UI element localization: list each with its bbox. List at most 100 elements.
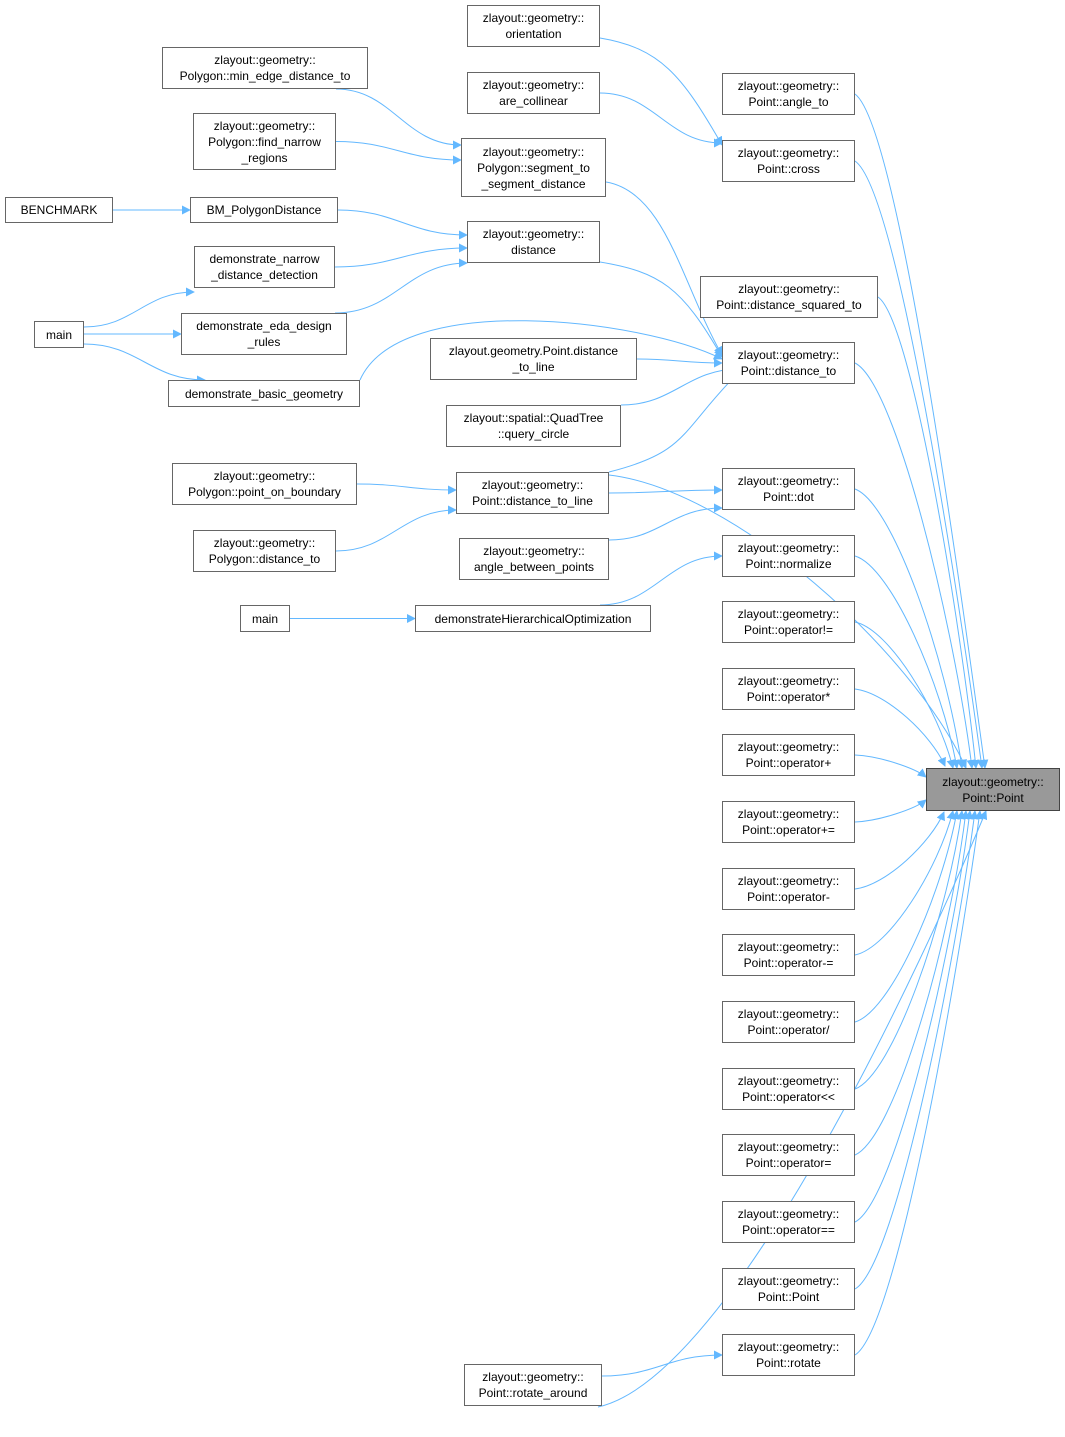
node-main2[interactable]: main: [240, 605, 290, 632]
node-op-shl[interactable]: zlayout::geometry::Point::operator<<: [722, 1068, 855, 1110]
node-label-line: zlayout::geometry::: [737, 541, 840, 555]
edge-angle-to-to-root: [854, 93, 989, 769]
node-poly-dist-to[interactable]: zlayout::geometry::Polygon::distance_to: [193, 530, 336, 572]
node-demo-narrow[interactable]: demonstrate_narrow _distance_detection: [194, 246, 335, 288]
node-label-line: distance: [511, 243, 556, 257]
node-normalize[interactable]: zlayout::geometry::Point::normalize: [722, 535, 855, 577]
edge-dist-to-line-to-root: [608, 474, 967, 769]
node-label-line: Point::operator-: [747, 890, 830, 904]
node-op-ne[interactable]: zlayout::geometry::Point::operator!=: [722, 601, 855, 643]
node-label-line: Point::operator*: [746, 690, 831, 704]
node-label-line: ::query_circle: [497, 427, 570, 441]
node-label-line: zlayout::geometry::: [482, 11, 585, 25]
node-bm-polydist[interactable]: BM_PolygonDistance: [190, 197, 338, 223]
edge-main1-to-demo-narrow: [83, 287, 195, 328]
node-label-line: zlayout::geometry::: [482, 78, 585, 92]
node-demo-basic[interactable]: demonstrate_basic_geometry: [168, 380, 360, 407]
node-label-line: zlayout::geometry::: [737, 607, 840, 621]
node-point-point[interactable]: zlayout::geometry::Point::Point: [722, 1268, 855, 1310]
node-label-line: main: [251, 611, 278, 626]
node-label-line: Polygon::point_on_boundary: [188, 485, 341, 499]
node-label-line: demonstrate_basic_geometry: [184, 386, 344, 401]
node-label-line: _rules: [247, 335, 281, 349]
node-py-dist-to-line[interactable]: zlayout.geometry.Point.distance_to_line: [430, 338, 637, 380]
node-label-line: zlayout::geometry::: [737, 474, 840, 488]
edge-cross-to-root: [854, 160, 986, 769]
node-label-line: Point::distance_to: [740, 364, 837, 378]
node-label-line: zlayout::geometry::: [738, 282, 840, 296]
node-quadtree[interactable]: zlayout::spatial::QuadTree::query_circle: [446, 405, 621, 447]
node-label-line: Point::distance_to_line: [472, 494, 593, 508]
node-op-assign[interactable]: zlayout::geometry::Point::operator=: [722, 1134, 855, 1176]
node-rotate[interactable]: zlayout::geometry::Point::rotate: [722, 1334, 855, 1376]
node-op-pluseq[interactable]: zlayout::geometry::Point::operator+=: [722, 801, 855, 843]
node-label-line: zlayout::geometry::: [214, 53, 316, 67]
node-main1[interactable]: main: [34, 321, 84, 348]
edge-dist-to-to-root: [854, 362, 976, 769]
edge-demo-basic-to-dist-to: [359, 320, 723, 381]
node-label-line: _distance_detection: [211, 268, 318, 282]
node-label-line: zlayout::geometry::: [737, 674, 840, 688]
edge-point-on-boundary-to-dist-to-line: [356, 483, 457, 495]
node-label-line: zlayout::geometry::: [737, 1274, 840, 1288]
node-are-collinear[interactable]: zlayout::geometry::are_collinear: [467, 72, 600, 114]
node-label-line: Point::operator=: [745, 1156, 832, 1170]
node-label-line: zlayout::geometry::: [482, 144, 585, 159]
node-label-line: angle_between_points: [473, 560, 595, 574]
edge-py-dist-to-line-to-dist-to: [636, 358, 723, 368]
node-demo-eda[interactable]: demonstrate_eda_design_rules: [181, 313, 347, 355]
node-op-div[interactable]: zlayout::geometry::Point::operator/: [722, 1001, 855, 1043]
node-dist-to[interactable]: zlayout::geometry::Point::distance_to: [722, 342, 855, 384]
node-benchmark[interactable]: BENCHMARK: [5, 197, 113, 223]
node-dist-to-line[interactable]: zlayout::geometry::Point::distance_to_li…: [456, 472, 609, 514]
node-op-plus[interactable]: zlayout::geometry::Point::operator+: [722, 734, 855, 776]
node-label-line: demonstrateHierarchicalOptimization: [434, 611, 632, 626]
node-distance[interactable]: zlayout::geometry::distance: [467, 221, 600, 263]
node-angle-between[interactable]: zlayout::geometry::angle_between_points: [459, 538, 609, 580]
node-op-minus[interactable]: zlayout::geometry::Point::operator-: [722, 868, 855, 910]
node-angle-to[interactable]: zlayout::geometry::Point::angle_to: [722, 73, 855, 115]
edge-demo-eda-to-distance: [334, 258, 468, 314]
node-label-line: Point::angle_to: [748, 95, 829, 109]
node-label-line: Point::Point: [962, 790, 1024, 805]
node-label-line: Point::operator!=: [743, 623, 834, 637]
edge-dot-to-root: [854, 488, 966, 769]
node-dist-sq-to[interactable]: zlayout::geometry::Point::distance_squar…: [700, 276, 878, 318]
edge-op-div-to-root: [854, 810, 960, 1023]
node-op-eq[interactable]: zlayout::geometry::Point::operator==: [722, 1201, 855, 1243]
node-op-mul[interactable]: zlayout::geometry::Point::operator*: [722, 668, 855, 710]
node-op-minuseq[interactable]: zlayout::geometry::Point::operator-=: [722, 934, 855, 976]
node-label-line: _to_line: [512, 360, 555, 374]
node-root: zlayout::geometry::Point::Point: [926, 768, 1060, 811]
edge-op-eq-to-root: [854, 810, 974, 1223]
node-dot[interactable]: zlayout::geometry::Point::dot: [722, 468, 855, 510]
node-label-line: zlayout::spatial::QuadTree: [463, 411, 604, 425]
node-label-line: zlayout::geometry::: [213, 536, 316, 550]
node-label-line: zlayout::geometry::: [481, 478, 584, 492]
node-label-line: zlayout::geometry::: [737, 146, 840, 160]
edge-distance-to-dist-to: [599, 261, 723, 358]
edge-op-ne-to-root: [854, 621, 956, 769]
node-label-line: zlayout::geometry::: [482, 227, 585, 241]
node-cross[interactable]: zlayout::geometry::Point::cross: [722, 140, 855, 182]
node-label-line: zlayout::geometry::: [213, 469, 316, 483]
node-demo-hier[interactable]: demonstrateHierarchicalOptimization: [415, 605, 651, 632]
edge-point-point-to-root: [854, 810, 979, 1290]
node-label-line: zlayout::geometry::: [737, 807, 840, 821]
node-find-narrow[interactable]: zlayout::geometry::Polygon::find_narrow_…: [193, 113, 336, 170]
node-label-line: demonstrate_narrow: [209, 252, 320, 266]
node-label-line: Point::operator+=: [742, 823, 835, 837]
node-label-line: zlayout::geometry::: [737, 1207, 840, 1221]
edge-op-minuseq-to-root: [854, 810, 956, 956]
node-orientation[interactable]: zlayout::geometry::orientation: [467, 5, 600, 47]
node-label-line: Point::normalize: [745, 557, 832, 571]
node-min-edge[interactable]: zlayout::geometry::Polygon::min_edge_dis…: [162, 47, 368, 89]
edge-demo-hier-to-normalize: [599, 551, 723, 606]
node-label-line: zlayout::geometry::: [737, 874, 840, 888]
node-label-line: zlayout::geometry::: [482, 1370, 584, 1384]
node-point-on-boundary[interactable]: zlayout::geometry::Polygon::point_on_bou…: [172, 463, 357, 505]
node-label-line: zlayout::geometry::: [737, 79, 840, 93]
edge-demo-narrow-to-distance: [334, 243, 468, 268]
node-rotate-around[interactable]: zlayout::geometry::Point::rotate_around: [464, 1364, 602, 1406]
node-seg-to-seg[interactable]: zlayout::geometry::Polygon::segment_to_s…: [461, 138, 606, 197]
